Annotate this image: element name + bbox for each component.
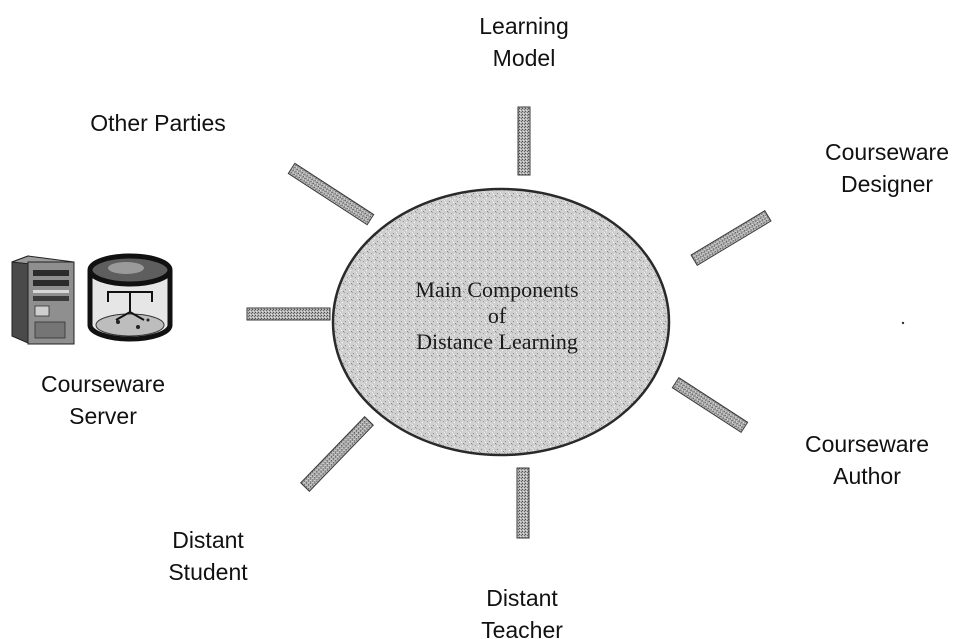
label-distant-student-line2: Student: [168, 559, 248, 585]
label-distant-teacher: Distant Teacher: [462, 582, 582, 639]
label-courseware-designer-line1: Courseware: [825, 139, 949, 165]
label-other-parties: Other Parties: [68, 107, 248, 139]
database-cylinder-icon: [87, 253, 173, 342]
center-ellipse: [331, 187, 671, 457]
label-distant-student: Distant Student: [148, 524, 268, 588]
label-courseware-designer: Courseware Designer: [812, 136, 962, 200]
label-courseware-server-line1: Courseware: [41, 371, 165, 397]
connector-distant-teacher: [516, 467, 530, 539]
label-learning-model-line1: Learning: [479, 13, 569, 39]
label-courseware-author: Courseware Author: [792, 428, 942, 492]
label-courseware-server: Courseware Server: [28, 368, 178, 432]
label-other-parties-line1: Other Parties: [90, 110, 226, 136]
label-learning-model: Learning Model: [444, 10, 604, 74]
label-distant-teacher-line1: Distant: [486, 585, 558, 611]
label-courseware-designer-line2: Designer: [840, 171, 934, 197]
center-title-line2: of: [487, 303, 507, 328]
connector-courseware-author: [671, 376, 749, 434]
connector-other-parties: [287, 162, 375, 226]
center-title-line1: Main Components: [415, 277, 579, 302]
label-distant-teacher-line2: Teacher: [481, 617, 563, 639]
connector-courseware-server: [246, 307, 331, 321]
center-title-line3: Distance Learning: [416, 329, 578, 354]
label-courseware-author-line1: Courseware: [805, 431, 929, 457]
stray-dot: [901, 321, 905, 325]
label-courseware-server-line2: Server: [69, 403, 137, 429]
label-distant-student-line1: Distant: [172, 527, 244, 553]
label-courseware-author-line2: Author: [833, 463, 901, 489]
center-title: Main Components of Distance Learning: [377, 277, 617, 355]
connector-learning-model: [517, 106, 531, 176]
label-learning-model-line2: Model: [492, 45, 556, 71]
connectors: [246, 106, 772, 539]
server-tower-icon: [11, 255, 75, 345]
connector-courseware-designer: [690, 210, 772, 266]
connector-distant-student: [300, 416, 374, 492]
